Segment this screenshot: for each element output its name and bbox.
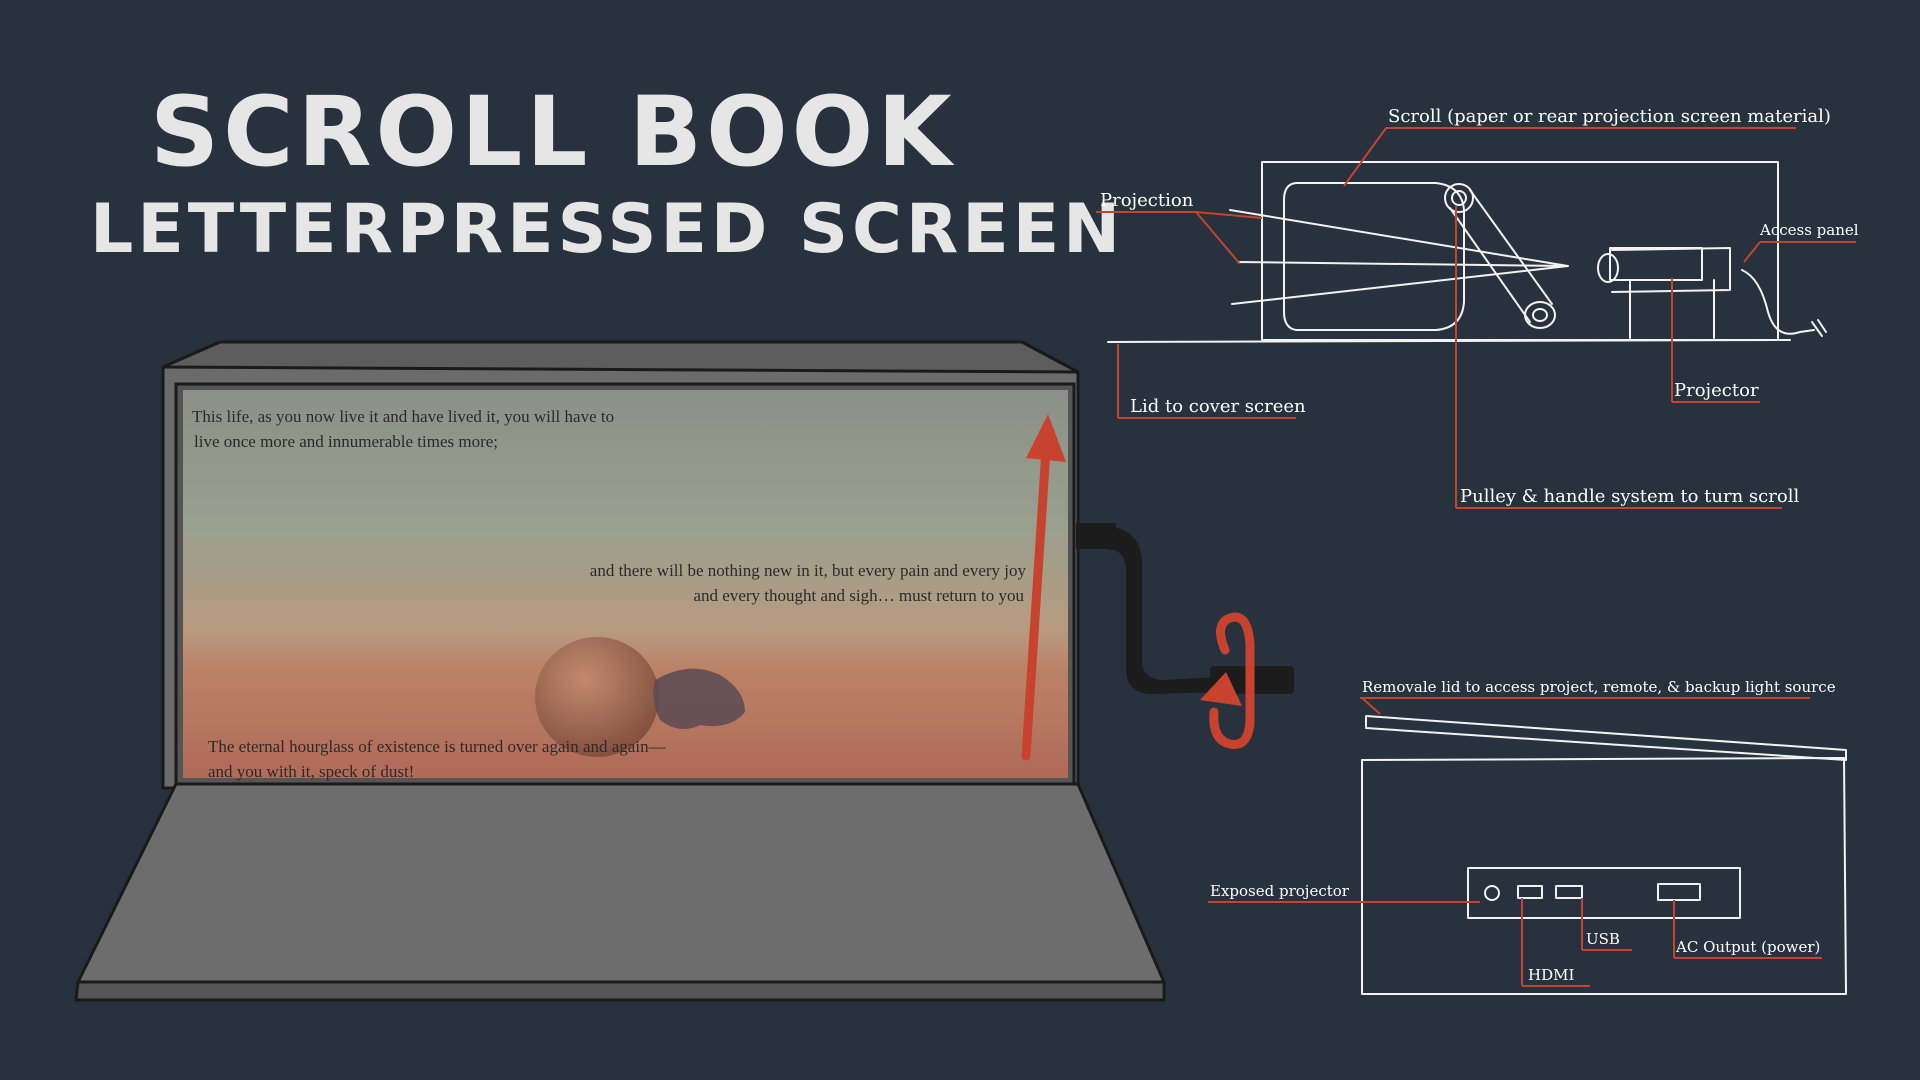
bottom-pulley-icon: [1524, 301, 1556, 329]
hdmi-port-icon: [1517, 885, 1543, 899]
title-line-1: SCROLL BOOK: [150, 76, 956, 188]
label-access-panel: Access panel: [1759, 221, 1859, 239]
projector-lens-icon: [1597, 253, 1619, 283]
screen-text-line-6: and you with it, speck of dust!: [208, 762, 414, 781]
screen-text-line-1: This life, as you now live it and have l…: [192, 407, 614, 426]
lid-edge: [74, 980, 1166, 1002]
label-lid: Lid to cover screen: [1130, 396, 1306, 417]
back-box: [1361, 757, 1847, 995]
usb-port-icon: [1555, 885, 1583, 899]
dung-ball: [535, 637, 659, 757]
label-removable-lid: Removale lid to access project, remote, …: [1362, 678, 1836, 696]
side-view-diagram: Scroll (paper or rear projection screen …: [1096, 106, 1859, 509]
outer-box: [1261, 161, 1779, 341]
title-line-2: LETTERPRESSED SCREEN: [90, 190, 1124, 269]
arrow-head-icon: [1026, 414, 1066, 462]
label-hdmi: HDMI: [1528, 966, 1574, 984]
label-pulley: Pulley & handle system to turn scroll: [1460, 486, 1799, 507]
screen-text-line-5: The eternal hourglass of existence is tu…: [208, 737, 667, 756]
label-usb: USB: [1586, 930, 1620, 948]
plug-icon: [1811, 319, 1827, 337]
label-projector: Projector: [1674, 380, 1759, 401]
rotation-arrow-head-icon: [1200, 672, 1242, 706]
box-lid-open: [75, 782, 1167, 984]
crank-handle: [1076, 523, 1294, 694]
scroll-housing: [1283, 182, 1465, 331]
power-port-icon: [1484, 885, 1500, 901]
screen-text-line-2: live once more and innumerable times mor…: [194, 432, 498, 451]
beetle: [653, 668, 745, 729]
ac-outlet-icon: [1657, 883, 1701, 901]
power-cord: [1741, 269, 1815, 335]
scroll-book-illustration: This life, as you now live it and have l…: [74, 340, 1294, 1002]
screen-text-line-4: and every thought and sigh… must return …: [693, 586, 1024, 605]
rotation-arrow-icon: [1209, 612, 1255, 750]
projection-beams: [1229, 209, 1569, 305]
scroll-direction-arrow: [1021, 445, 1051, 761]
top-pulley-icon: [1444, 183, 1474, 213]
projector-body: [1609, 247, 1703, 281]
label-scroll: Scroll (paper or rear projection screen …: [1388, 106, 1831, 127]
box-top: [162, 340, 1079, 374]
screen-text-line-3: and there will be nothing new in it, but…: [590, 561, 1027, 580]
label-exposed-projector: Exposed projector: [1210, 882, 1350, 900]
removable-lid: [1365, 715, 1847, 761]
label-projection: Projection: [1100, 190, 1194, 211]
back-view-diagram: Removale lid to access project, remote, …: [1208, 678, 1847, 995]
label-ac-output: AC Output (power): [1675, 938, 1820, 956]
